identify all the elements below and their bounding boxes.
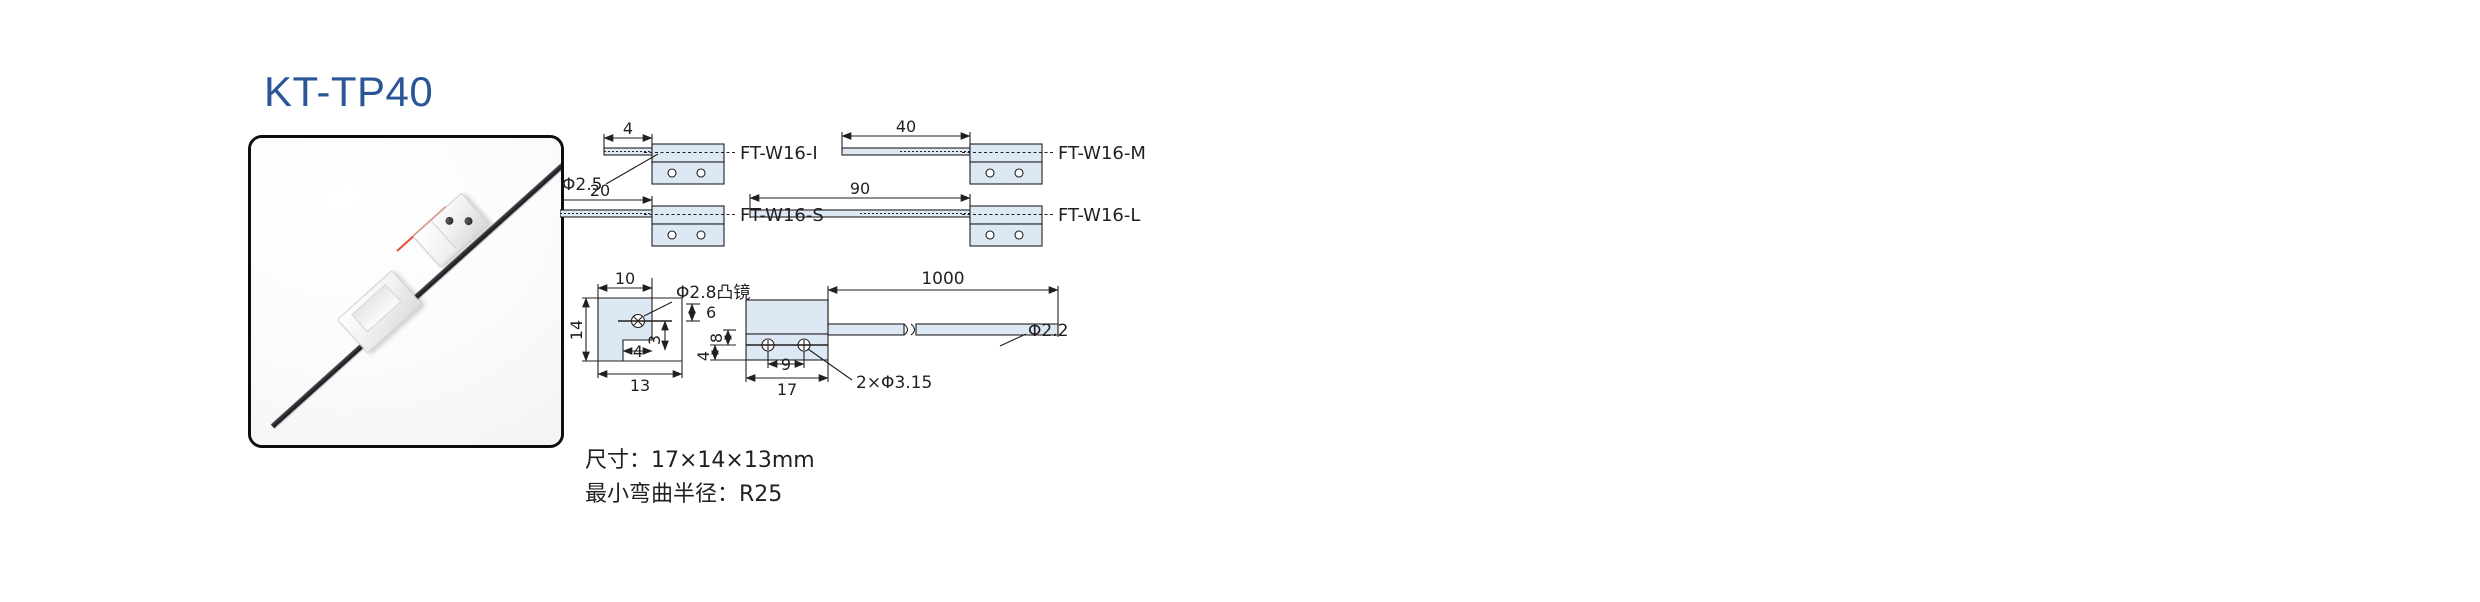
- callout-phi25: Φ2.5: [562, 175, 602, 195]
- photo-background: [251, 138, 561, 445]
- bracket-dim-lens-offset: 6: [706, 303, 716, 322]
- dim-label-variant-0: 4: [623, 119, 633, 138]
- drawings-svg: 4 FT-W16-I 40 FT-W16-M 20 FT-W16-S 90 FT…: [560, 118, 1146, 399]
- bracket-dim-foot: 4: [633, 342, 643, 361]
- variant-label-0: FT-W16-I: [740, 143, 818, 164]
- body-dim-hole-height: 8: [707, 333, 726, 343]
- dim-label-variant-2: 20: [590, 181, 610, 200]
- callout-cable-dia: Φ2.2: [1028, 321, 1068, 341]
- callout-lens: Φ2.8凸镜: [676, 283, 750, 303]
- bracket-dim-width-top: 10: [615, 269, 635, 288]
- bracket-dim-height: 14: [567, 320, 586, 340]
- variant-label-3: FT-W16-L: [1058, 205, 1140, 226]
- spec-bend-radius: 最小弯曲半径：R25: [585, 482, 783, 508]
- technical-drawings: 4 FT-W16-I 40 FT-W16-M 20 FT-W16-S 90 FT…: [560, 118, 1200, 418]
- body-dim-bottom: 4: [694, 351, 713, 361]
- fiber-cable-photo: [270, 156, 561, 429]
- dim-label-variant-1: 40: [896, 118, 916, 136]
- variant-label-2: FT-W16-S: [740, 205, 824, 226]
- page-title: KT-TP40: [264, 68, 434, 115]
- body-dim-length: 17: [777, 380, 797, 399]
- spec-text-block: 尺寸：17×14×13mm 最小弯曲半径：R25: [585, 444, 815, 512]
- product-photo-panel: [248, 135, 564, 448]
- callout-holes: 2×Φ3.15: [856, 373, 932, 393]
- receiver-block-photo: [412, 192, 497, 278]
- body-dim-hole-pitch: 9: [781, 355, 791, 374]
- dim-label-variant-3: 90: [850, 179, 870, 198]
- emitter-block-photo: [336, 270, 429, 362]
- spec-dimensions: 尺寸：17×14×13mm: [585, 448, 815, 473]
- bracket-dim-step: 3: [645, 335, 664, 345]
- callout-cable-length: 1000: [921, 269, 964, 289]
- bracket-dim-base: 13: [630, 376, 650, 395]
- variant-label-1: FT-W16-M: [1058, 143, 1146, 164]
